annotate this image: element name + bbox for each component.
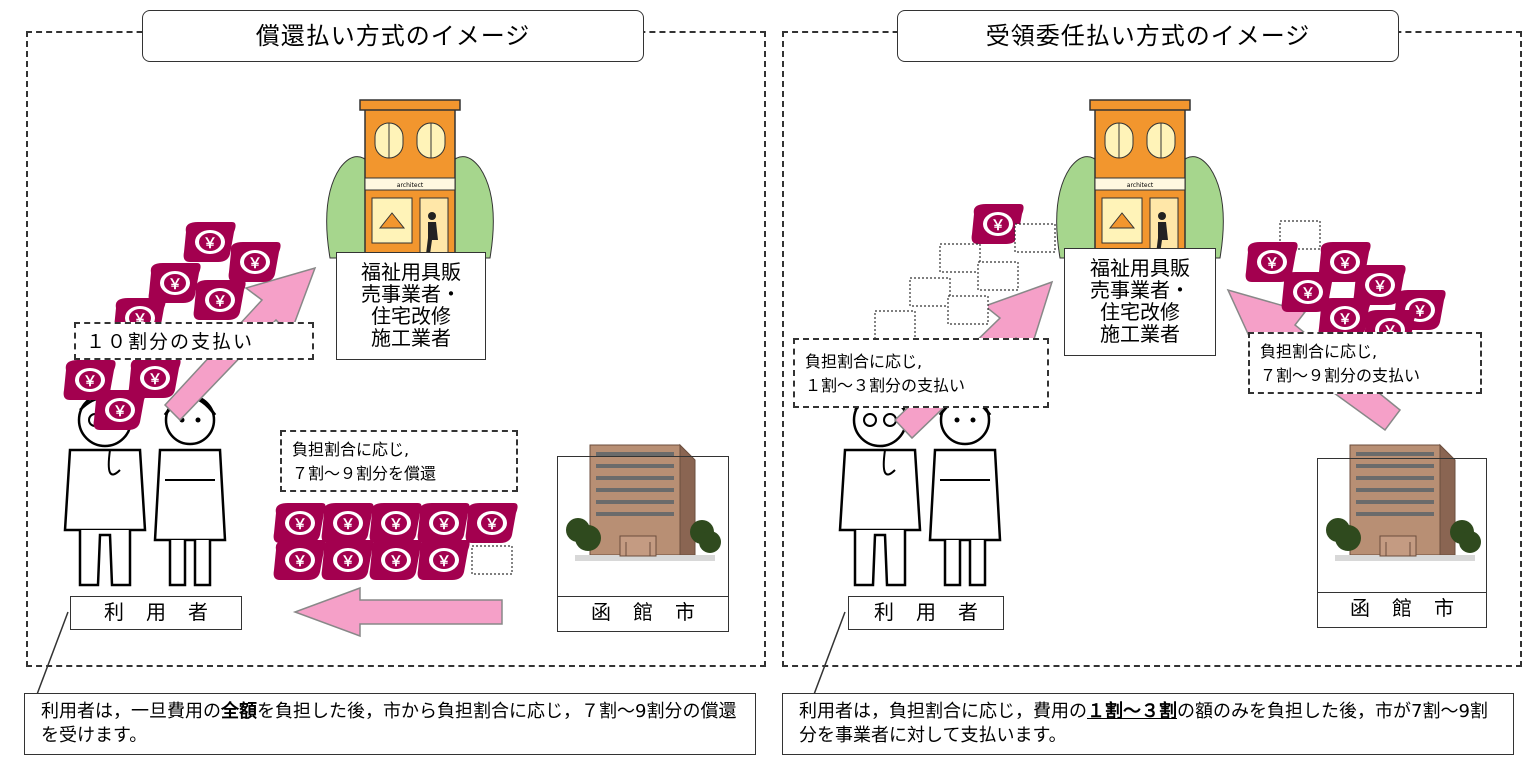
right-vendor-line-1: 福祉用具販 bbox=[1090, 256, 1190, 280]
right-caption-text-2: の額のみを負担した後，市が7割～9割分を事業者に対して支払います。 bbox=[799, 701, 1488, 746]
left-vendor-line-1: 福祉用具販 bbox=[361, 260, 461, 284]
left-refund-note: 負担割合に応じ, ７割～９割分を償還 bbox=[280, 430, 518, 492]
right-city-note: 負担割合に応じ, ７割～９割分の支払い bbox=[1248, 332, 1482, 394]
left-vendor-line-2: 売事業者・ bbox=[361, 282, 461, 306]
right-caption-emphasis: １割～３割 bbox=[1087, 701, 1177, 722]
left-caption-emphasis: 全額 bbox=[221, 701, 257, 722]
right-user-label: 利用者 bbox=[848, 596, 1004, 630]
right-caption-text-1: 利用者は，負担割合に応じ，費用の bbox=[799, 701, 1087, 722]
right-vendor-line-2: 売事業者・ bbox=[1090, 278, 1190, 302]
left-vendor-label: 福祉用具販 売事業者・ 住宅改修 施工業者 bbox=[336, 252, 486, 360]
left-caption-text-1: 利用者は，一旦費用の bbox=[41, 701, 221, 722]
left-city-label: 函館市 bbox=[557, 596, 729, 632]
right-city-note-line-1: 負担割合に応じ, bbox=[1260, 342, 1378, 361]
right-panel-title: 受領委任払い方式のイメージ bbox=[897, 10, 1399, 62]
right-user-note: 負担割合に応じ, １割～３割分の支払い bbox=[793, 338, 1049, 408]
right-vendor-line-4: 施工業者 bbox=[1100, 322, 1180, 346]
right-shop-illustration bbox=[1055, 99, 1225, 263]
right-city-note-line-2: ７割～９割分の支払い bbox=[1260, 366, 1421, 385]
left-user-couple-illustration bbox=[63, 392, 227, 587]
right-user-note-line-1: 負担割合に応じ, bbox=[805, 352, 923, 371]
left-user-label: 利用者 bbox=[70, 596, 242, 630]
right-vendor-label: 福祉用具販 売事業者・ 住宅改修 施工業者 bbox=[1064, 248, 1216, 356]
left-vendor-line-3: 住宅改修 bbox=[371, 304, 451, 328]
right-vendor-line-3: 住宅改修 bbox=[1100, 300, 1180, 324]
right-caption: 利用者は，負担割合に応じ，費用の１割～３割の額のみを負担した後，市が7割～9割分… bbox=[782, 693, 1514, 755]
left-vendor-line-4: 施工業者 bbox=[371, 326, 451, 350]
left-caption-text-2: を負担した後，市から負担割合に応じ，７割～9割分の償還を受けます。 bbox=[41, 701, 737, 746]
left-caption: 利用者は，一旦費用の全額を負担した後，市から負担割合に応じ，７割～9割分の償還を… bbox=[24, 693, 756, 755]
right-city-label: 函館市 bbox=[1317, 592, 1487, 628]
left-panel-title: 償還払い方式のイメージ bbox=[142, 10, 644, 62]
left-refund-line-2: ７割～９割分を償還 bbox=[292, 464, 437, 483]
left-shop-illustration bbox=[325, 99, 495, 263]
left-payment-note: １０割分の支払い bbox=[74, 322, 314, 360]
right-user-note-line-2: １割～３割分の支払い bbox=[805, 376, 966, 395]
left-refund-line-1: 負担割合に応じ, bbox=[292, 440, 410, 459]
